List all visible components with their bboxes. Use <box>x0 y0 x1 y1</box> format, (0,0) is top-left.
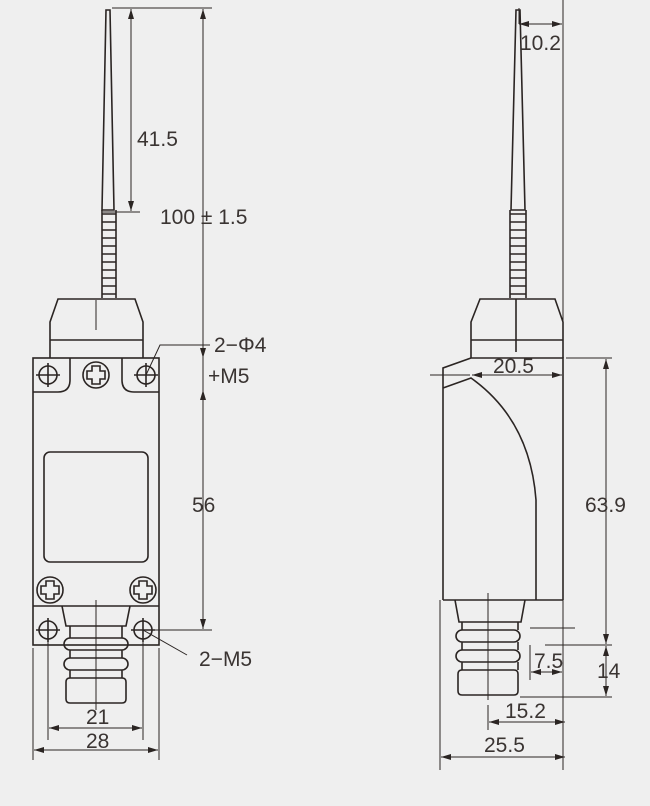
screw-icons <box>36 361 157 604</box>
dim-side-body-height: 63.9 <box>585 494 626 517</box>
plunger <box>454 599 526 696</box>
side-view: 10.2 20.5 63.9 7.5 14 15.2 25.5 <box>430 0 626 770</box>
dim-plunger-height: 14 <box>597 660 621 683</box>
dim-hole-spacing: 21 <box>86 706 109 729</box>
dim-body-height: 56 <box>192 494 215 517</box>
rod <box>101 9 115 211</box>
dim-plunger-offset: 7.5 <box>534 650 563 673</box>
bottom-hole-label: 2−M5 <box>199 648 252 671</box>
head <box>49 298 144 358</box>
hole-label: 2−Φ4 <box>214 334 267 357</box>
head <box>470 298 564 358</box>
dim-rod-length: 41.5 <box>137 128 178 151</box>
spring <box>101 210 117 298</box>
hole-thread-label: +M5 <box>208 365 249 388</box>
dim-plunger-position: 15.2 <box>505 700 546 723</box>
mount-tabs <box>33 358 159 607</box>
window <box>43 451 149 563</box>
dim-width: 28 <box>86 730 109 753</box>
dim-top-offset: 10.2 <box>520 32 561 55</box>
dim-depth: 25.5 <box>484 734 525 757</box>
dim-total-height: 100 ± 1.5 <box>160 206 247 229</box>
dim-head-depth: 20.5 <box>493 355 534 378</box>
spring <box>509 210 527 298</box>
front-view: 41.5 100 ± 1.5 2−Φ4 +M5 56 2−M5 21 28 <box>32 7 267 760</box>
body <box>442 357 564 601</box>
mount-hole-icons <box>36 363 158 642</box>
